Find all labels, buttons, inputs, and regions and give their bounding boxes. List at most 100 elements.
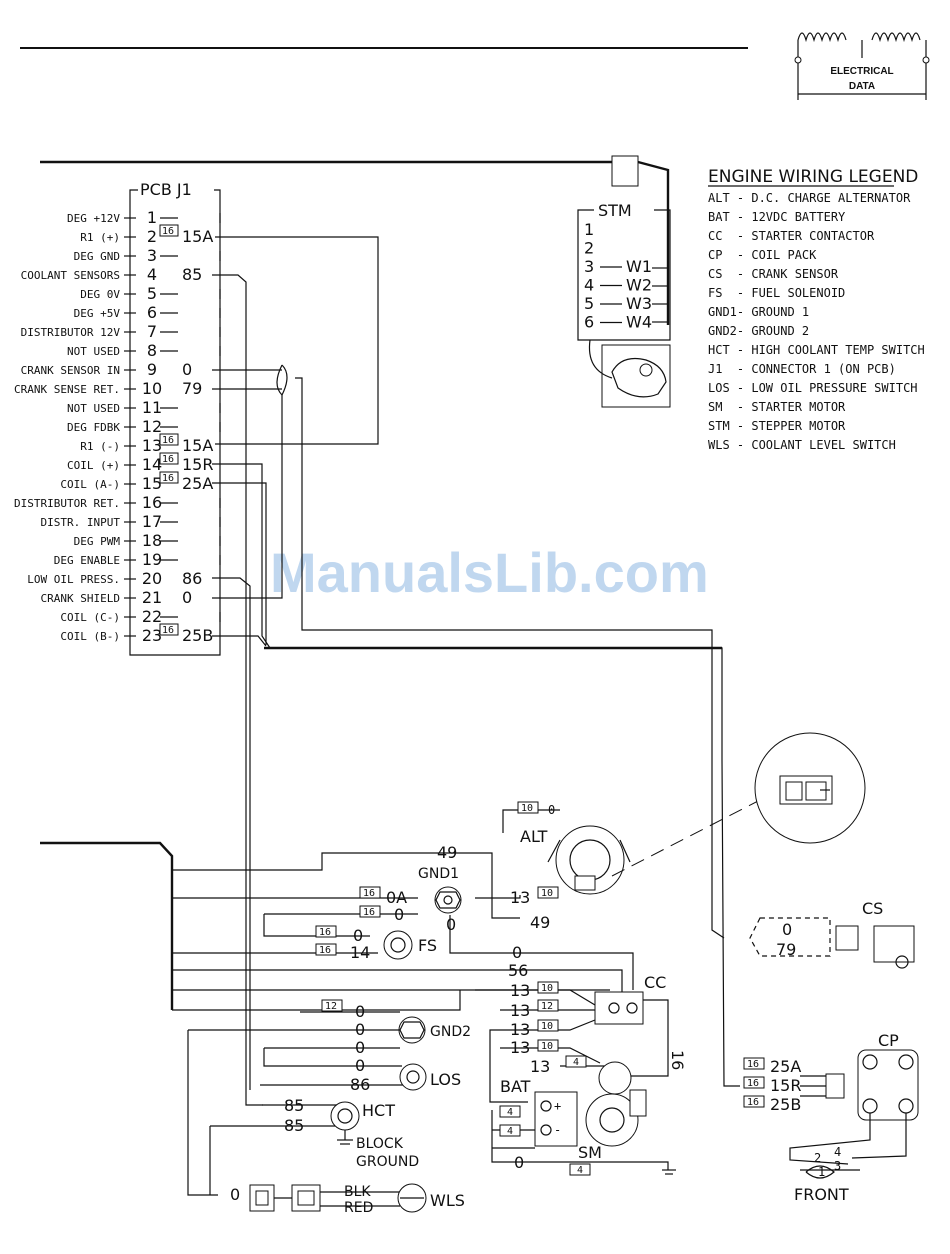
legend-item: BAT - 12VDC BATTERY bbox=[708, 210, 846, 224]
gauge-4-c: 4 bbox=[499, 1124, 521, 1137]
gauge-markers: 10 16 16 10 16 16 12 10 10 10 12 4 4 4 4… bbox=[315, 801, 765, 1176]
wire-49-a: 49 bbox=[437, 843, 457, 862]
cp-num-2: 2 bbox=[814, 1151, 821, 1165]
stm-pin-wire: W4 bbox=[626, 313, 652, 332]
pcb-pin-number: 14 bbox=[142, 455, 162, 474]
cs-wire-0: 0 bbox=[782, 920, 792, 939]
wire-0-g: 0 bbox=[355, 1038, 365, 1057]
svg-text:16: 16 bbox=[319, 945, 331, 956]
gauge-cp-2: 16 bbox=[743, 1076, 765, 1089]
pcb-pin-number: 2 bbox=[147, 227, 157, 246]
pcb-pin-label: CRANK SHIELD bbox=[41, 592, 120, 605]
svg-text:10: 10 bbox=[541, 1021, 553, 1032]
starter-motor: SM bbox=[578, 1061, 676, 1175]
pcb-pin-gauge-box bbox=[159, 224, 179, 237]
pcb-pin-number: 12 bbox=[142, 417, 162, 436]
pcb-pin-label: DISTRIBUTOR 12V bbox=[21, 326, 121, 339]
cc-label: CC bbox=[644, 973, 666, 992]
cp-wire-25a: 25A bbox=[770, 1057, 801, 1076]
wire-labels: 49 0A 0 13 49 0 0 14 0 56 13 13 13 13 16… bbox=[230, 843, 841, 1204]
high-coolant-temp-switch: HCT BLOCK GROUND bbox=[330, 1101, 419, 1170]
stm-pin-number: 5 bbox=[584, 294, 594, 313]
stm-pin-wire: W2 bbox=[626, 276, 652, 295]
pcb-pin-label: CRANK SENSOR IN bbox=[21, 364, 120, 377]
pcb-pin-number: 22 bbox=[142, 607, 162, 626]
pcb-pin-wire: 15A bbox=[182, 227, 213, 246]
wire-0-i: 0 bbox=[514, 1153, 524, 1172]
bat-label: BAT bbox=[500, 1077, 531, 1096]
gauge-4-a: 4 bbox=[565, 1055, 587, 1068]
gauge-cp-3: 16 bbox=[743, 1095, 765, 1108]
upper-harness bbox=[40, 155, 740, 1106]
blk-label: BLK bbox=[344, 1184, 371, 1200]
pcb-pin-number: 18 bbox=[142, 531, 162, 550]
pcb-pin-wire: 15A bbox=[182, 436, 213, 455]
bat-minus: - bbox=[554, 1123, 561, 1137]
badge-line-2: DATA bbox=[849, 81, 875, 92]
cp-num-4: 4 bbox=[834, 1145, 841, 1159]
gauge-16-a: 16 bbox=[359, 886, 381, 899]
gauge-4-d: 4 bbox=[569, 1163, 591, 1176]
wire-13-e: 13 bbox=[530, 1057, 550, 1076]
pcb-pin-number: 6 bbox=[147, 303, 157, 322]
gauge-12: 12 bbox=[537, 999, 559, 1012]
pcb-pin-number: 15 bbox=[142, 474, 162, 493]
pcb-pin-gauge: 16 bbox=[162, 454, 174, 465]
pcb-pin-wire: 86 bbox=[182, 569, 202, 588]
pcb-pin-number: 4 bbox=[147, 265, 157, 284]
cs-label: CS bbox=[862, 899, 883, 918]
pcb-pin-label: CRANK SENSE RET. bbox=[14, 383, 120, 396]
wire-0-d: 0 bbox=[512, 943, 522, 962]
wire-0a: 0A bbox=[386, 888, 407, 907]
svg-text:4: 4 bbox=[507, 1107, 513, 1118]
gauge-12-b: 12 bbox=[321, 999, 343, 1012]
stm-title: STM bbox=[598, 201, 632, 220]
legend-item: CC - STARTER CONTACTOR bbox=[708, 229, 875, 243]
pcb-pin-gauge: 16 bbox=[162, 625, 174, 636]
pcb-pin-number: 17 bbox=[142, 512, 162, 531]
wire-13-a: 13 bbox=[510, 981, 530, 1000]
low-oil-pressure-switch: LOS bbox=[399, 1063, 461, 1091]
coil-pack: CP FRONT bbox=[789, 1031, 919, 1204]
watermark: ManualsLib.com bbox=[270, 541, 709, 604]
legend-item: STM - STEPPER MOTOR bbox=[708, 419, 846, 433]
pcb-pin-number: 5 bbox=[147, 284, 157, 303]
gauge-cp-1: 16 bbox=[743, 1057, 765, 1070]
svg-text:16: 16 bbox=[747, 1078, 759, 1089]
gauge-16-d: 16 bbox=[315, 943, 337, 956]
legend-item: LOS - LOW OIL PRESSURE SWITCH bbox=[708, 381, 918, 395]
pcb-pin-number: 10 bbox=[142, 379, 162, 398]
svg-text:12: 12 bbox=[325, 1001, 337, 1012]
components: ALT 0 GND1 FS CC bbox=[249, 732, 919, 1216]
pcb-pin-label: COIL (A-) bbox=[60, 478, 120, 491]
pcb-pin-label: DISTRIBUTOR RET. bbox=[14, 497, 120, 510]
wire-0-e: 0 bbox=[355, 1002, 365, 1021]
wire-85-a: 85 bbox=[284, 1096, 304, 1115]
front-label: FRONT bbox=[794, 1185, 849, 1204]
legend-item: CS - CRANK SENSOR bbox=[708, 267, 839, 281]
pcb-pin-label: NOT USED bbox=[67, 402, 120, 415]
gauge-16-b: 16 bbox=[359, 905, 381, 918]
pcb-pin-number: 11 bbox=[142, 398, 162, 417]
wire-56: 56 bbox=[508, 961, 528, 980]
legend-item: SM - STARTER MOTOR bbox=[708, 400, 846, 414]
wire-86: 86 bbox=[350, 1075, 370, 1094]
crank-sensor: CS bbox=[749, 899, 915, 969]
pcb-pin-number: 21 bbox=[142, 588, 162, 607]
pcb-pin-number: 13 bbox=[142, 436, 162, 455]
pcb-pin: DISTRIBUTOR RET.16 bbox=[14, 493, 221, 512]
fuel-solenoid: FS bbox=[383, 930, 437, 960]
